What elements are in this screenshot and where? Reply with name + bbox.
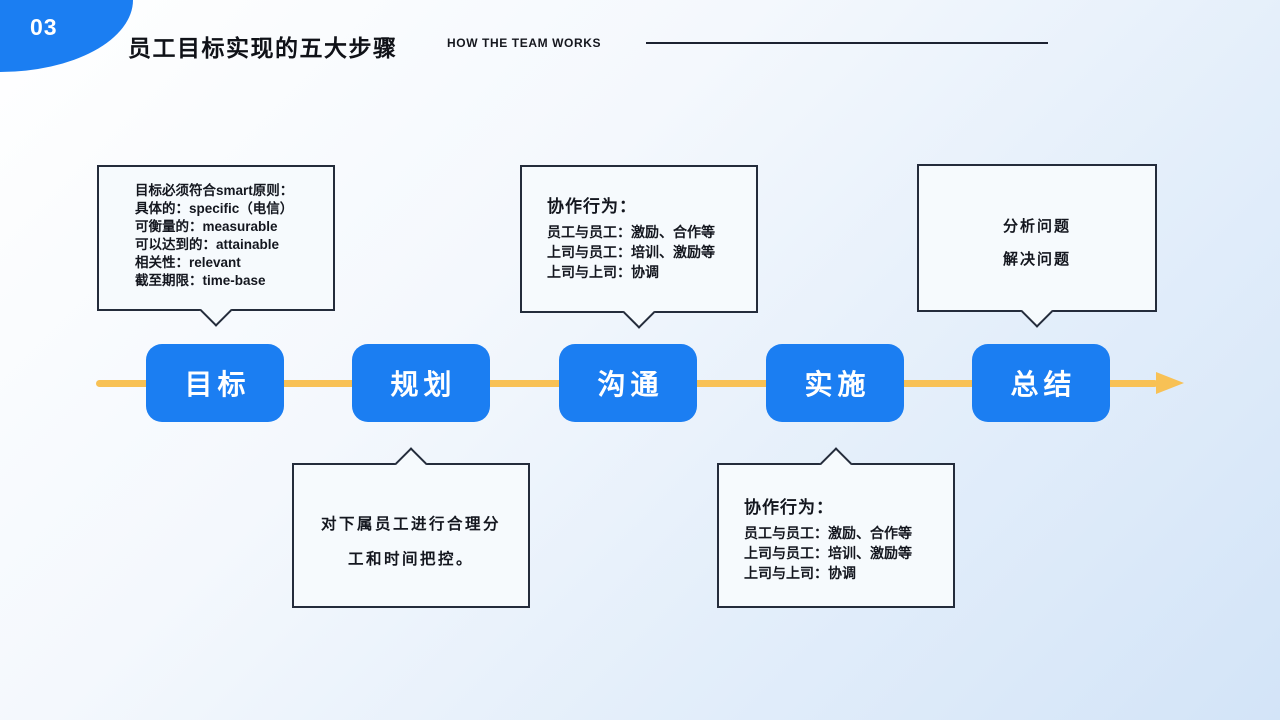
callout-implementation: 协作行为： 员工与员工：激励、合作等 上司与员工：培训、激励等 上司与上司：协调 bbox=[717, 447, 955, 608]
chapter-badge: 03 bbox=[0, 0, 133, 72]
slide-title: 员工目标实现的五大步骤 bbox=[128, 35, 398, 61]
callout-summary-line: 解决问题 bbox=[1002, 251, 1071, 268]
callout-goal-line: 相关性：relevant bbox=[135, 255, 241, 270]
step-node-planning: 规划 bbox=[352, 344, 490, 422]
callout-summary: 分析问题 解决问题 bbox=[917, 164, 1157, 328]
callout-communication-heading: 协作行为： bbox=[547, 197, 637, 216]
callout-planning-pointer bbox=[394, 447, 428, 480]
callout-planning-line: 对下属员工进行合理分 bbox=[320, 516, 501, 533]
callout-implementation-line: 上司与员工：培训、激励等 bbox=[744, 545, 912, 561]
step-node-goal: 目标 bbox=[146, 344, 284, 422]
slide-subtitle: HOW THE TEAM WORKS bbox=[447, 36, 602, 50]
callout-goal-line: 截至期限：time-base bbox=[135, 273, 266, 288]
header-divider-line bbox=[646, 42, 1048, 44]
step-node-summary: 总结 bbox=[972, 344, 1110, 422]
callout-implementation-heading: 协作行为： bbox=[744, 498, 834, 517]
callout-summary-pointer bbox=[1020, 295, 1054, 328]
callout-goal-line: 目标必须符合smart原则： bbox=[135, 183, 294, 198]
callout-implementation-line: 员工与员工：激励、合作等 bbox=[744, 525, 912, 541]
callout-communication-line: 上司与上司：协调 bbox=[547, 264, 659, 280]
callout-planning: 对下属员工进行合理分 工和时间把控。 bbox=[292, 447, 530, 608]
callout-summary-line: 分析问题 bbox=[1002, 218, 1071, 235]
callout-goal-pointer bbox=[199, 294, 233, 327]
timeline-arrow-head-icon bbox=[1156, 372, 1184, 394]
step-node-communication: 沟通 bbox=[559, 344, 697, 422]
callout-communication-line: 上司与员工：培训、激励等 bbox=[547, 244, 715, 260]
callout-implementation-line: 上司与上司：协调 bbox=[744, 565, 856, 581]
callout-goal-line: 具体的：specific（电信） bbox=[135, 201, 294, 216]
step-node-implementation: 实施 bbox=[766, 344, 904, 422]
callout-goal-line: 可衡量的：measurable bbox=[135, 219, 278, 234]
chapter-number: 03 bbox=[30, 14, 58, 40]
callout-communication-pointer bbox=[622, 296, 656, 329]
callout-goal: 目标必须符合smart原则： 具体的：specific（电信） 可衡量的：mea… bbox=[97, 165, 335, 327]
callout-communication: 协作行为： 员工与员工：激励、合作等 上司与员工：培训、激励等 上司与上司：协调 bbox=[520, 165, 758, 329]
callout-communication-line: 员工与员工：激励、合作等 bbox=[547, 224, 715, 240]
callout-planning-line: 工和时间把控。 bbox=[347, 551, 474, 568]
callout-implementation-pointer bbox=[819, 447, 853, 480]
callout-goal-line: 可以达到的：attainable bbox=[135, 237, 280, 252]
